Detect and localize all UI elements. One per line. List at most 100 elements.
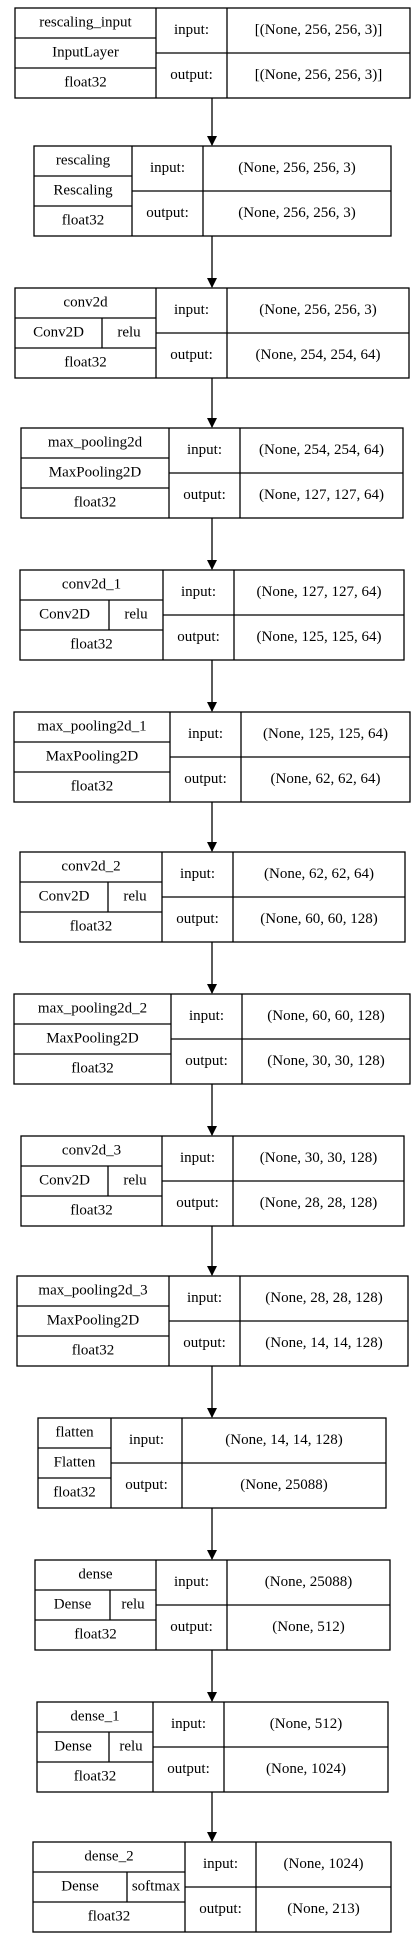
output-label: output: — [170, 347, 213, 363]
layer-type: Conv2D — [33, 324, 84, 340]
input-shape: (None, 1024) — [284, 1856, 364, 1872]
layer-type: MaxPooling2D — [49, 464, 142, 480]
input-shape: (None, 256, 256, 3) — [238, 160, 355, 176]
layer-name: rescaling_input — [39, 14, 132, 30]
layer-dtype: float32 — [74, 1626, 117, 1642]
layer-node-flatten: flattenFlattenfloat32input:output:(None,… — [37, 1417, 387, 1509]
layer-type: MaxPooling2D — [46, 1030, 139, 1046]
layer-type: Dense — [61, 1878, 99, 1894]
layer-name: max_pooling2d_3 — [38, 1282, 147, 1298]
input-label: input: — [171, 1716, 206, 1732]
layer-name: max_pooling2d_2 — [38, 1000, 147, 1016]
layer-dtype: float32 — [70, 1202, 113, 1218]
layer-activation: relu — [124, 606, 148, 622]
layer-name: max_pooling2d — [48, 434, 143, 450]
output-shape: (None, 14, 14, 128) — [265, 1335, 382, 1351]
layer-dtype: float32 — [64, 354, 107, 370]
input-label: input: — [181, 584, 216, 600]
layer-name: rescaling — [56, 152, 111, 168]
layer-node-max_pooling2d_2: max_pooling2d_2MaxPooling2Dfloat32input:… — [13, 993, 411, 1085]
layer-dtype: float32 — [62, 212, 105, 228]
output-label: output: — [183, 487, 226, 503]
input-label: input: — [187, 442, 222, 458]
output-shape: (None, 254, 254, 64) — [256, 347, 381, 363]
output-shape: (None, 62, 62, 64) — [271, 771, 381, 787]
layer-activation: relu — [117, 324, 141, 340]
input-label: input: — [174, 22, 209, 38]
layer-activation: relu — [123, 1172, 147, 1188]
output-label: output: — [185, 1053, 228, 1069]
layer-type: InputLayer — [52, 44, 119, 60]
output-shape: (None, 30, 30, 128) — [267, 1053, 384, 1069]
output-shape: [(None, 256, 256, 3)] — [255, 67, 382, 83]
output-label: output: — [184, 771, 227, 787]
input-shape: (None, 30, 30, 128) — [260, 1150, 377, 1166]
output-label: output: — [176, 911, 219, 927]
layer-name: dense_2 — [84, 1848, 133, 1864]
output-label: output: — [170, 67, 213, 83]
output-label: output: — [199, 1901, 242, 1917]
input-shape: (None, 62, 62, 64) — [264, 866, 374, 882]
layer-name: conv2d_2 — [61, 858, 120, 874]
input-label: input: — [174, 302, 209, 318]
output-shape: (None, 213) — [287, 1901, 359, 1917]
output-label: output: — [125, 1477, 168, 1493]
output-label: output: — [167, 1761, 210, 1777]
input-shape: (None, 127, 127, 64) — [257, 584, 382, 600]
layer-dtype: float32 — [70, 918, 113, 934]
layer-type: Rescaling — [53, 182, 113, 198]
output-label: output: — [146, 205, 189, 221]
input-label: input: — [180, 1150, 215, 1166]
layer-dtype: float32 — [72, 1342, 115, 1358]
layer-activation: softmax — [132, 1878, 181, 1894]
output-shape: (None, 28, 28, 128) — [260, 1195, 377, 1211]
input-label: input: — [203, 1856, 238, 1872]
layer-node-max_pooling2d_1: max_pooling2d_1MaxPooling2Dfloat32input:… — [13, 711, 411, 803]
input-label: input: — [180, 866, 215, 882]
input-label: input: — [129, 1432, 164, 1448]
layer-activation: relu — [123, 888, 147, 904]
input-label: input: — [150, 160, 185, 176]
layer-type: Conv2D — [39, 1172, 90, 1188]
layer-type: Dense — [54, 1738, 92, 1754]
layer-activation: relu — [119, 1738, 143, 1754]
layer-dtype: float32 — [74, 1768, 117, 1784]
input-shape: (None, 14, 14, 128) — [225, 1432, 342, 1448]
output-shape: (None, 127, 127, 64) — [259, 487, 384, 503]
layer-name: dense_1 — [70, 1708, 119, 1724]
input-shape: (None, 125, 125, 64) — [263, 726, 388, 742]
input-shape: (None, 60, 60, 128) — [267, 1008, 384, 1024]
output-shape: (None, 125, 125, 64) — [257, 629, 382, 645]
layer-dtype: float32 — [71, 778, 114, 794]
output-shape: (None, 512) — [272, 1619, 344, 1635]
output-label: output: — [176, 1195, 219, 1211]
layer-dtype: float32 — [74, 494, 117, 510]
output-shape: (None, 256, 256, 3) — [238, 205, 355, 221]
layer-name: conv2d_1 — [62, 576, 121, 592]
input-shape: [(None, 256, 256, 3)] — [255, 22, 382, 38]
layer-dtype: float32 — [64, 74, 107, 90]
layer-name: max_pooling2d_1 — [37, 718, 146, 734]
layer-type: Dense — [54, 1596, 92, 1612]
layer-name: conv2d — [63, 294, 108, 310]
input-shape: (None, 256, 256, 3) — [259, 302, 376, 318]
layer-type: MaxPooling2D — [47, 1312, 140, 1328]
layer-type: Conv2D — [39, 888, 90, 904]
output-label: output: — [170, 1619, 213, 1635]
output-shape: (None, 25088) — [240, 1477, 327, 1493]
output-label: output: — [183, 1335, 226, 1351]
output-shape: (None, 60, 60, 128) — [260, 911, 377, 927]
layer-name: flatten — [55, 1424, 94, 1440]
output-shape: (None, 1024) — [266, 1761, 346, 1777]
layer-dtype: float32 — [88, 1908, 131, 1924]
input-shape: (None, 254, 254, 64) — [259, 442, 384, 458]
input-shape: (None, 512) — [270, 1716, 342, 1732]
